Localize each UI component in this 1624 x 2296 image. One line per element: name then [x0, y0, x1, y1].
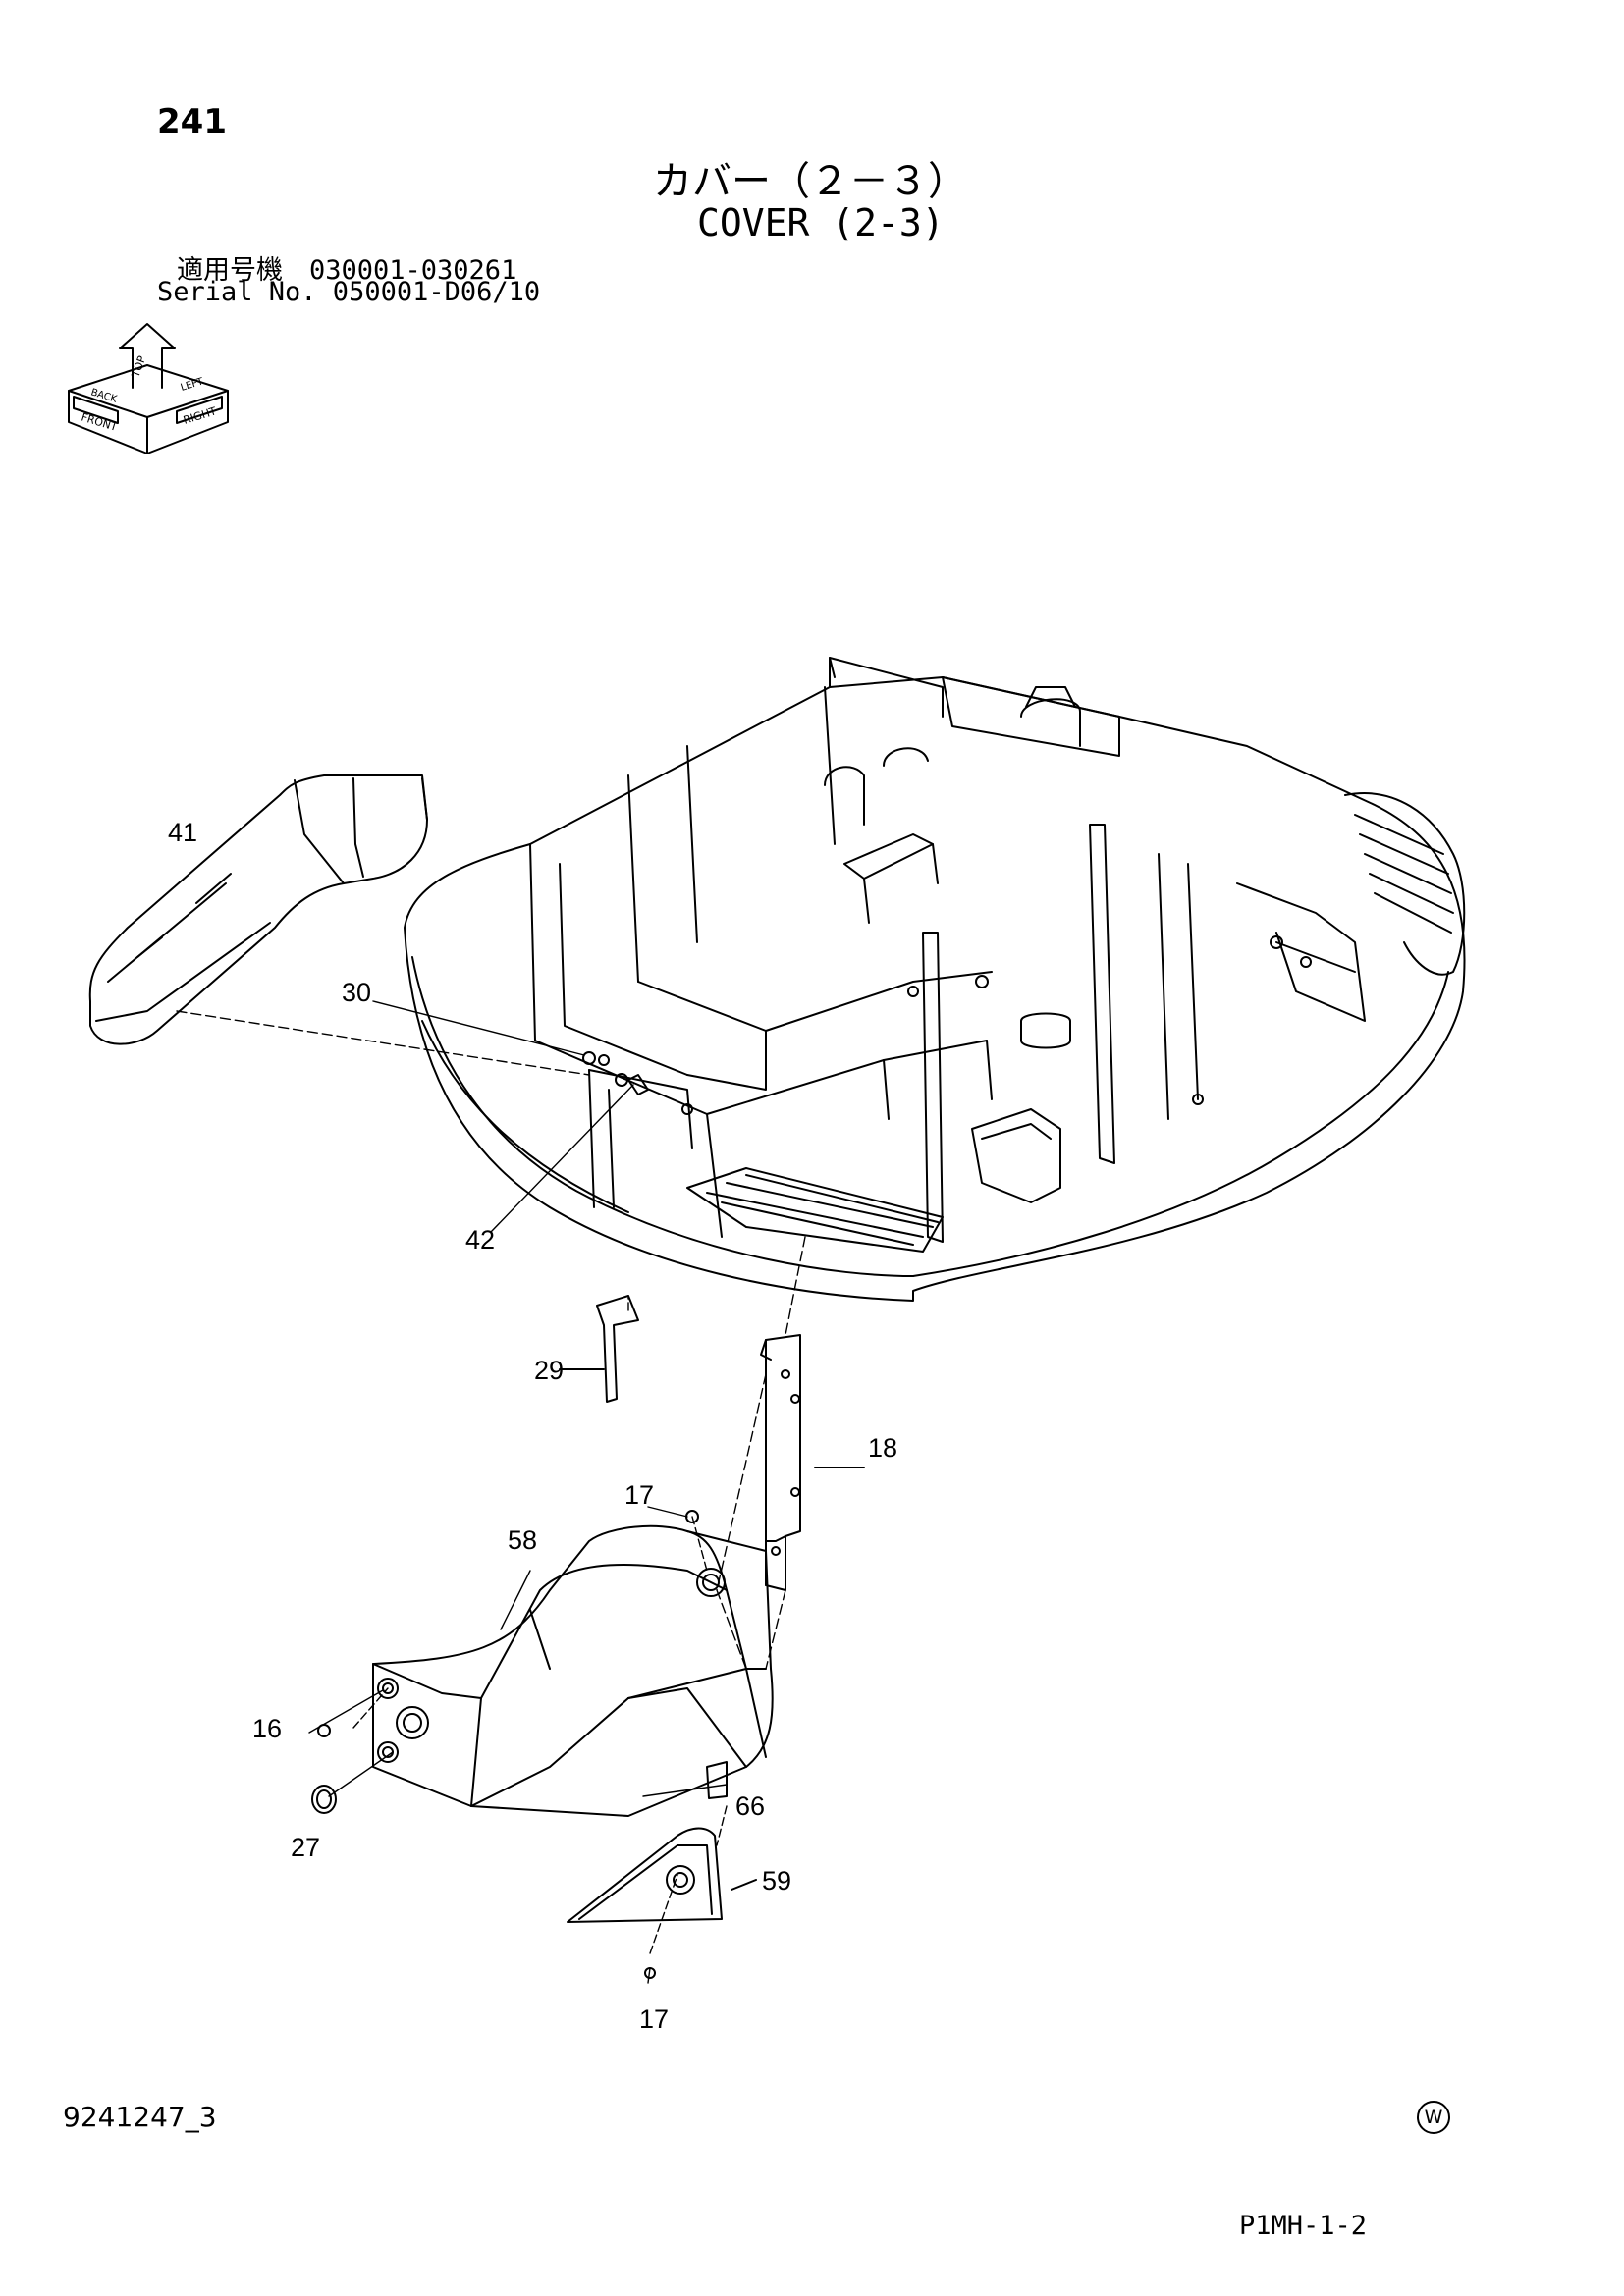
hardware-fasteners	[311, 1051, 728, 1979]
part-27-plug	[311, 1785, 337, 1814]
page-number: 241	[157, 102, 227, 141]
callout-17-lower: 17	[639, 2004, 669, 2034]
part-41-duct	[88, 774, 428, 1045]
callout-18: 18	[868, 1433, 897, 1463]
watermark-symbol: W	[1417, 2101, 1450, 2134]
serial-range-japanese: 適用号機 030001-030261	[177, 255, 517, 286]
part-29-bracket	[559, 1295, 639, 1403]
icon-label-left: LEFT	[180, 376, 206, 394]
callout-59: 59	[762, 1866, 791, 1896]
part-30-bolt	[582, 1051, 596, 1065]
part-59-cover	[567, 1827, 757, 1923]
callout-42: 42	[465, 1225, 495, 1255]
step-plate	[686, 1167, 944, 1253]
callout-58: 58	[508, 1525, 537, 1555]
callout-17-upper: 17	[624, 1480, 654, 1510]
callout-27: 27	[291, 1833, 320, 1862]
serial-range-english: Serial No. 050001-D06/10	[157, 277, 541, 307]
part-58-cover	[372, 1524, 774, 1817]
page-title-japanese: カバー（２－３）	[653, 159, 967, 204]
icon-label-front: FRONT	[80, 410, 119, 434]
leader-lines	[176, 1000, 806, 1984]
orientation-cube-icon: FRONT RIGHT TOP BACK LEFT	[68, 323, 229, 454]
reference-code: P1MH-1-2	[1239, 2211, 1368, 2241]
document-number: 9241247_3	[63, 2101, 217, 2133]
callout-29: 29	[534, 1356, 564, 1385]
page-title-english: COVER (2-3)	[697, 201, 945, 244]
callout-41: 41	[168, 818, 197, 847]
callout-66: 66	[735, 1791, 765, 1821]
callout-30: 30	[342, 978, 371, 1007]
callout-labels: 41 30 42 29 18 17 58 16 27 66 59 17	[168, 818, 897, 2034]
part-18-bracket	[760, 1334, 865, 1591]
revolving-frame-drawing	[404, 657, 1466, 1302]
callout-16: 16	[252, 1714, 282, 1743]
part-42-clip	[627, 1074, 649, 1095]
